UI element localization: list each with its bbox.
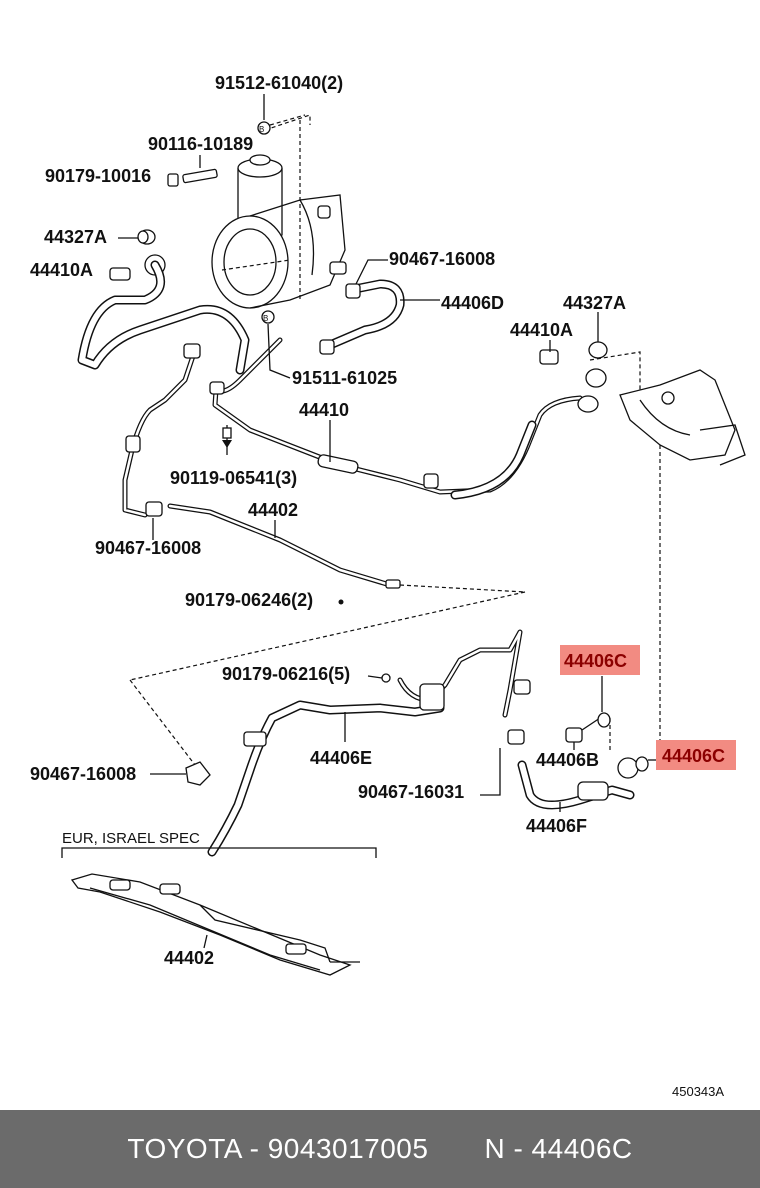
eur-spec-inset [61, 847, 377, 976]
label-44402-lower: 44402 [164, 948, 214, 968]
label-44406b: 44406B [536, 750, 599, 770]
label-44406f: 44406F [526, 816, 587, 836]
cooler-tube-44402 [129, 503, 526, 681]
label-44410a-right: 44410A [510, 320, 573, 340]
bolt-91512: B [257, 114, 306, 135]
diagram-code: 450343A [672, 1084, 724, 1099]
label-44406d: 44406D [441, 293, 504, 313]
label-90116: 90116-10189 [148, 134, 253, 154]
o-ring-44406c-top [597, 676, 611, 752]
label-90179-06216: 90179-06216(5) [222, 664, 350, 684]
tube-44406e [207, 629, 531, 857]
clamp-44327a-right [588, 341, 608, 359]
label-91511: 91511-61025 [292, 368, 397, 388]
label-90467-16008-top: 90467-16008 [389, 249, 495, 269]
label-44406c-top: 44406C [564, 651, 627, 671]
nut-90179-10016 [167, 173, 179, 187]
steering-rack-drawing [589, 351, 746, 760]
label-90467-16031: 90467-16031 [358, 782, 464, 802]
label-90467-16008-left: 90467-16008 [95, 538, 201, 558]
pressure-pipe-44410 [209, 337, 599, 500]
svg-text:B: B [263, 314, 268, 323]
o-ring-44406c-right [635, 756, 658, 772]
footer-reference: N - 44406C [484, 1133, 633, 1164]
label-90179-10016: 90179-10016 [45, 166, 151, 186]
hose-44410a-loop [77, 260, 250, 375]
hose-44406f [517, 757, 639, 810]
svg-text:B: B [259, 125, 264, 134]
label-44406c-right: 44406C [662, 746, 725, 766]
label-90467-16008-lower: 90467-16008 [30, 764, 136, 784]
highlight-44406c-right [656, 740, 736, 770]
label-44410a-left: 44410A [30, 260, 93, 280]
bolt-90119 [222, 425, 232, 455]
hose-44406d [319, 279, 440, 355]
return-tube-left [122, 343, 201, 518]
footer-bar: TOYOTA - 9043017005 N - 44406C [0, 1110, 760, 1188]
label-44327a-right: 44327A [563, 293, 626, 313]
clamp-90467-16008-lower [185, 761, 211, 786]
stud-90116 [182, 168, 218, 184]
clamp-44327a-left [137, 229, 156, 245]
label-44402-upper: 44402 [248, 500, 298, 520]
label-44327a-left: 44327A [44, 227, 107, 247]
union-44410a-right [539, 349, 607, 388]
highlight-44406c-top [560, 645, 640, 675]
label-44406e: 44406E [310, 748, 372, 768]
label-91512: 91512-61040(2) [215, 73, 343, 93]
label-90119: 90119-06541(3) [170, 468, 297, 488]
label-eur-israel-spec: EUR, ISRAEL SPEC [62, 830, 200, 847]
bolt-91511: B [261, 310, 275, 324]
label-44410: 44410 [299, 400, 349, 420]
label-90179-06246: 90179-06246(2) [185, 590, 313, 610]
clamp-90467-16031 [480, 729, 525, 796]
power-steering-pump-drawing [211, 114, 347, 309]
union-44406b [565, 717, 601, 743]
footer-part-number: TOYOTA - 9043017005 [127, 1133, 429, 1164]
parts-diagram: B B [30, 73, 746, 1099]
